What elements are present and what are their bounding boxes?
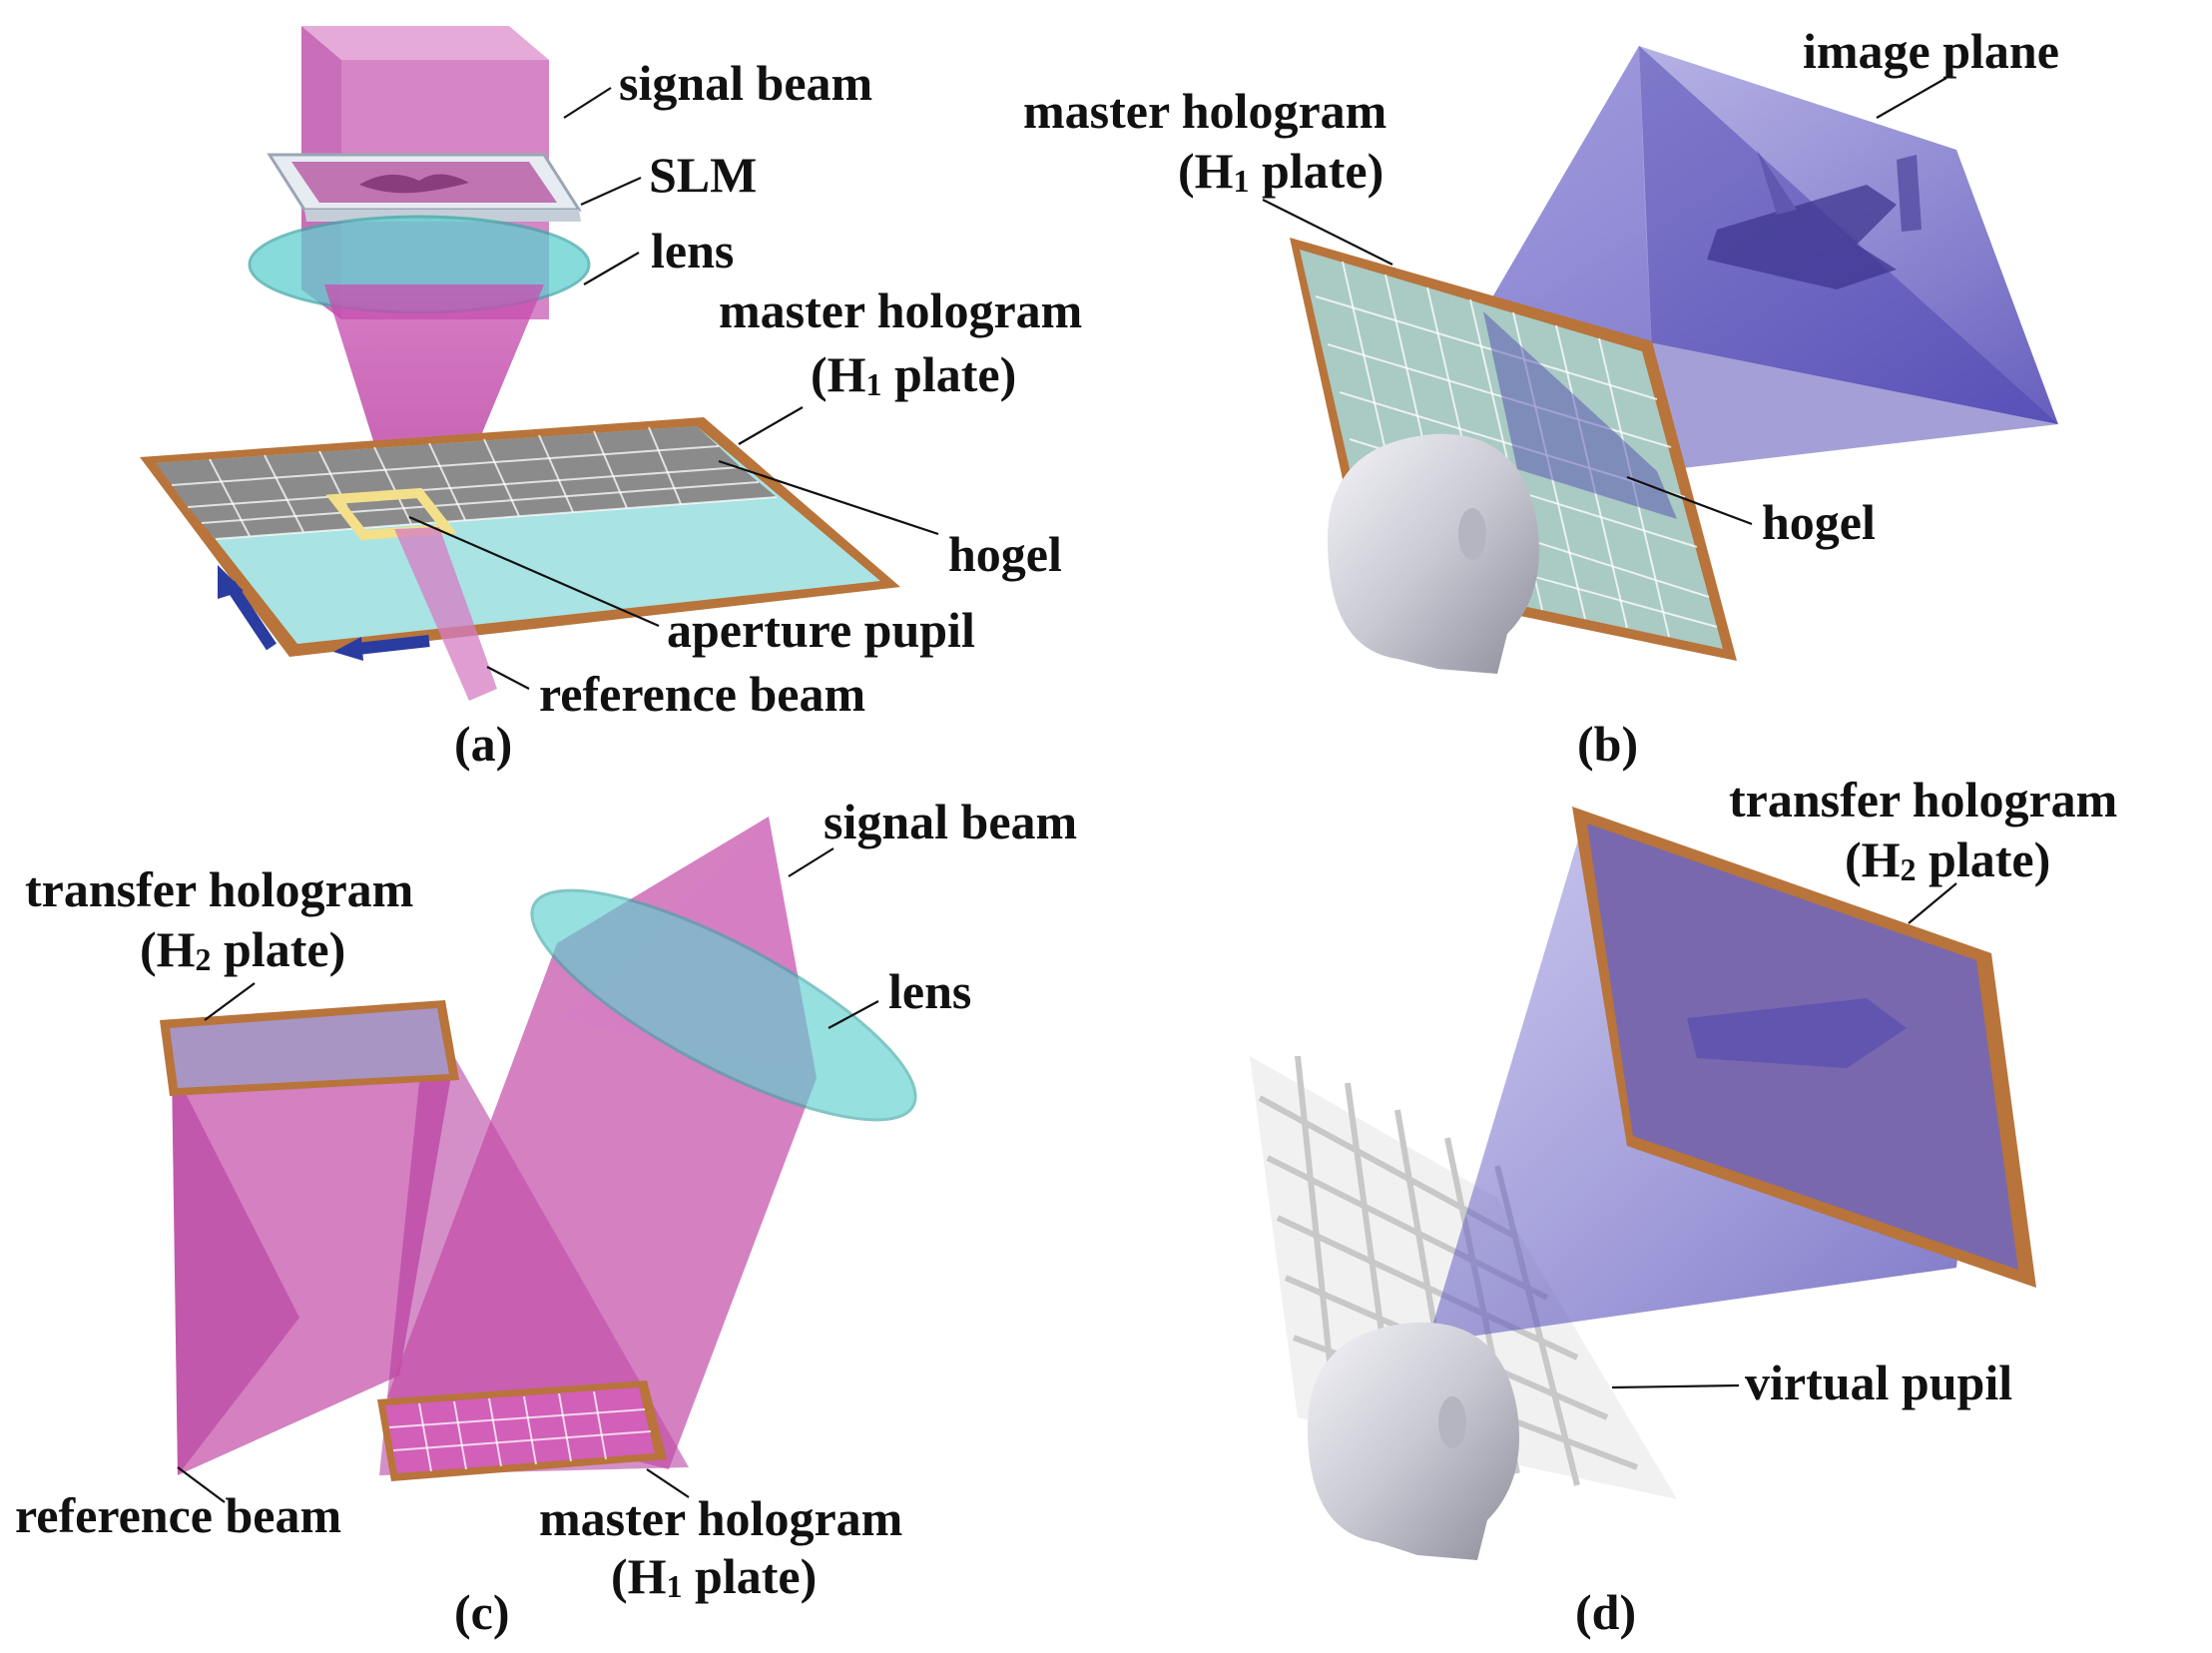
aperture-pupil-marker (325, 487, 457, 541)
label-h2-plate-d: (H2 plate) (1845, 831, 2050, 887)
caption-d: (d) (1575, 1584, 1636, 1640)
label-h1-plate-b: (H1 plate) (1178, 143, 1383, 199)
label-hogel-b: hogel (1762, 494, 1876, 550)
slm-panel (267, 153, 582, 222)
master-hologram-plate-a (140, 417, 900, 657)
caption-b: (b) (1577, 716, 1638, 772)
label-virtual-pupil: virtual pupil (1745, 1355, 2012, 1410)
label-signal-beam-c: signal beam (824, 794, 1077, 849)
label-master-hologram-b: master hologram (1023, 83, 1386, 139)
viewer-head-b (1328, 433, 1539, 674)
caption-c: (c) (454, 1584, 510, 1640)
master-hologram-plate-c (377, 1380, 667, 1481)
viewer-head-d (1308, 1322, 1519, 1560)
airplane-object (1707, 150, 1922, 289)
label-transfer-hologram-d: transfer hologram (1729, 772, 2117, 827)
lens-c (530, 888, 917, 1122)
transfer-hologram-plate-c (160, 1000, 459, 1096)
panel-c: signal beam transfer hologram (H2 plate)… (15, 794, 1077, 1640)
label-signal-beam-a: signal beam (619, 55, 872, 111)
label-reference-beam-c: reference beam (15, 1487, 341, 1543)
panel-b: image plane master hologram (H1 plate) h… (1023, 23, 2059, 772)
converging-beam (324, 284, 544, 524)
label-transfer-hologram-c: transfer hologram (25, 861, 413, 917)
label-h1-plate-a: (H1 plate) (811, 346, 1016, 402)
label-h2-plate-c: (H2 plate) (140, 921, 345, 977)
label-lens-a: lens (651, 223, 734, 278)
reference-beam-a (394, 527, 497, 701)
label-lens-c: lens (888, 963, 971, 1019)
label-master-hologram-a: master hologram (719, 282, 1082, 338)
label-slm: SLM (649, 147, 757, 203)
label-reference-beam-a: reference beam (539, 666, 865, 722)
label-h1-plate-c: (H1 plate) (611, 1548, 817, 1604)
transfer-hologram-plate-d (1572, 807, 2036, 1288)
label-aperture-pupil: aperture pupil (667, 602, 975, 658)
label-image-plane: image plane (1803, 23, 2059, 79)
translation-arrows (218, 565, 430, 661)
panel-d: transfer hologram (H2 plate) virtual pup… (1250, 772, 2117, 1640)
label-master-hologram-c: master hologram (539, 1490, 902, 1546)
label-hogel-a: hogel (948, 526, 1062, 582)
caption-a: (a) (454, 716, 512, 772)
panel-a: signal beam SLM lens master hologram (H1… (140, 26, 1082, 772)
